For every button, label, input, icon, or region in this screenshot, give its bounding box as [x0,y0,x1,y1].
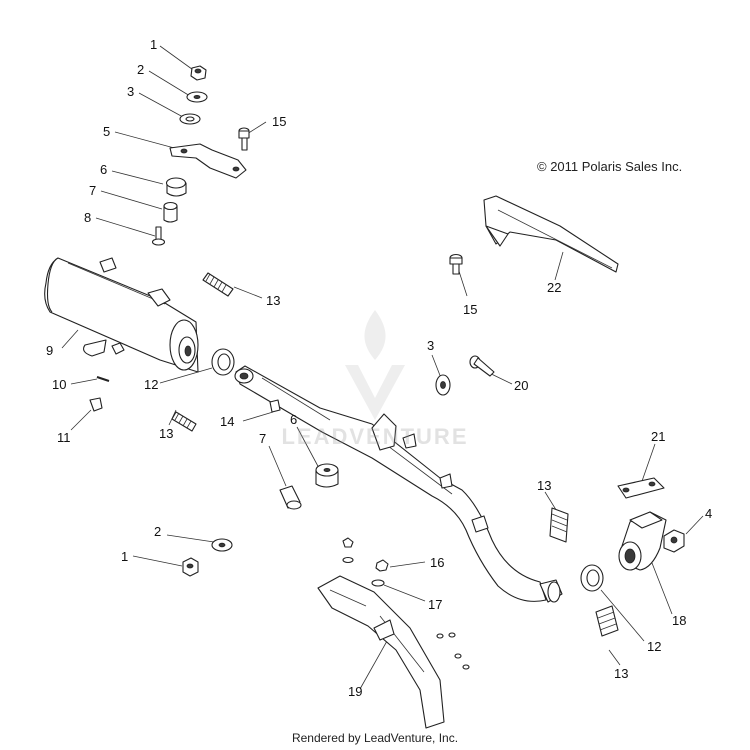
callout-13-right-top: 13 [537,478,551,493]
nut-part-1-top [190,65,207,81]
flange-pipe-part-18 [618,511,667,571]
callout-15-top: 15 [272,114,286,129]
clip-part-11 [89,397,103,412]
spring-part-13-bottom [595,605,619,637]
washer-part-3-top [179,113,201,125]
copyright-notice: © 2011 Polaris Sales Inc. [537,159,683,174]
callout-16: 16 [430,555,444,570]
callout-13-top: 13 [266,293,280,308]
callout-6-mid: 6 [290,412,297,427]
callout-4: 4 [705,506,712,521]
gasket-part-21 [617,477,665,499]
callout-1-bottom: 1 [121,549,128,564]
bolt-part-20 [469,355,495,377]
callout-9: 9 [46,343,53,358]
callout-11: 11 [57,430,71,445]
callout-19: 19 [348,684,362,699]
spring-part-13-top [202,272,234,297]
leader-lines [61,45,704,690]
bracket-part-5 [169,143,247,179]
callout-5: 5 [103,124,110,139]
callout-21: 21 [651,429,665,444]
bushing-part-6-mid [315,463,339,488]
bushing-part-6-top [165,177,187,197]
shield-hardware [342,537,470,670]
nut-part-16 [375,559,389,572]
callout-17: 17 [428,597,442,612]
callout-12-left: 12 [144,377,158,392]
callout-3-right: 3 [427,338,434,353]
washer-part-17 [371,579,385,587]
pin-part-10 [96,376,110,382]
washer-part-2-bottom [211,538,233,552]
bolt-part-15-top [238,127,250,151]
heat-shield-part-22 [483,195,619,273]
callout-18: 18 [672,613,686,628]
spring-part-13-mid [171,411,197,432]
nut-part-4 [663,529,685,553]
spacer-part-7-mid [279,485,302,510]
watermark-logo [345,310,405,420]
render-credit: Rendered by LeadVenture, Inc. [291,731,459,745]
gasket-ring-part-12-right [580,564,604,592]
callout-6-top: 6 [100,162,107,177]
callout-13-bottom: 13 [614,666,628,681]
callout-10: 10 [52,377,66,392]
callout-14: 14 [220,414,234,429]
muffler-part-9 [44,257,199,373]
heat-shield-part-19 [317,575,445,729]
callout-labels: 1 2 3 5 15 6 7 8 13 9 10 11 12 13 14 22 … [46,37,712,699]
callout-15-right: 15 [463,302,477,317]
head-pipe-part-14 [234,365,563,603]
washer-part-2-top [186,91,208,103]
callout-22: 22 [547,280,561,295]
callout-13-mid: 13 [159,426,173,441]
callout-7-mid: 7 [259,431,266,446]
callout-8: 8 [84,210,91,225]
callout-7-top: 7 [89,183,96,198]
callout-2-top: 2 [137,62,144,77]
bolt-part-15-right [449,253,463,275]
nut-part-1-bottom [182,557,199,577]
spring-part-13-right-top [549,507,569,543]
callout-1-top: 1 [150,37,157,52]
callout-12-right: 12 [647,639,661,654]
bolt-part-8 [151,226,166,246]
washer-part-3-right [435,374,451,396]
callout-2-bottom: 2 [154,524,161,539]
spacer-part-7-top [163,201,178,223]
gasket-ring-part-12-left [211,348,235,376]
callout-3-top: 3 [127,84,134,99]
callout-20: 20 [514,378,528,393]
watermark-text: LEADVENTURE [281,424,469,449]
